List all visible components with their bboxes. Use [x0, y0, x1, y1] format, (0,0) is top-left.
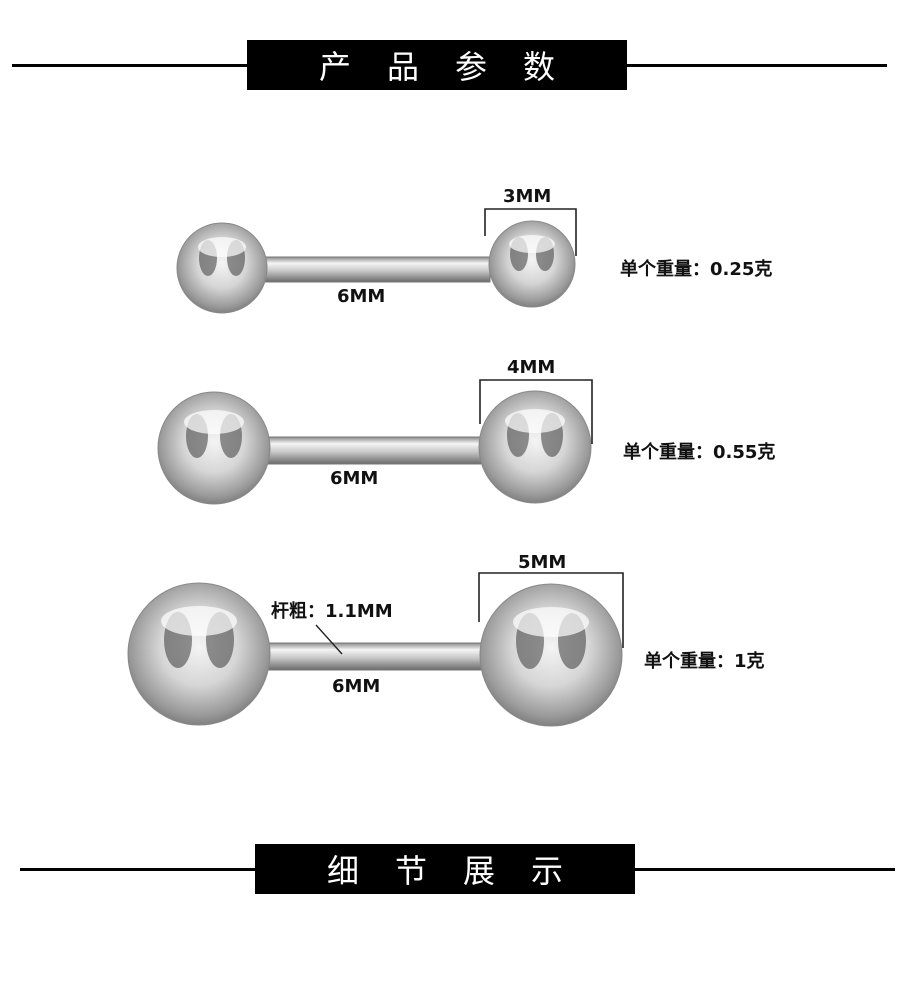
ball-size-bracket — [478, 572, 624, 648]
section-header-params: 产品参数 — [0, 40, 920, 90]
weight-label: 单个重量：0.25克 — [620, 259, 773, 280]
weight-label: 单个重量：1克 — [644, 651, 765, 672]
barbell-bar — [261, 256, 491, 283]
barbell-5mm — [127, 572, 624, 727]
header-rule-left — [20, 868, 256, 871]
header-rule-left — [12, 64, 248, 67]
barbell-ball-left — [176, 222, 268, 314]
ball-size-bracket — [479, 379, 593, 444]
barbell-ball-left — [127, 582, 271, 726]
ball-size-label: 4MM — [507, 357, 556, 378]
bar-length-label: 6MM — [330, 468, 379, 489]
barbell-ball-left — [157, 391, 271, 505]
params-title: 产品参数 — [247, 40, 627, 90]
ball-size-label: 3MM — [503, 186, 552, 207]
barbell-3mm — [176, 208, 577, 314]
weight-label: 单个重量：0.55克 — [623, 442, 776, 463]
thickness-leader-line — [315, 624, 343, 655]
header-rule-right — [635, 868, 895, 871]
bar-thickness-label: 杆粗：1.1MM — [271, 601, 393, 622]
bar-length-label: 6MM — [337, 286, 386, 307]
details-title: 细节展示 — [255, 844, 635, 894]
ball-size-bracket — [484, 208, 577, 256]
barbell-bar — [261, 642, 487, 671]
bar-length-label: 6MM — [332, 676, 381, 697]
barbell-ball-right — [488, 220, 576, 308]
barbell-ball-right — [478, 390, 592, 504]
section-header-details: 细节展示 — [0, 844, 920, 894]
barbell-bar — [265, 436, 489, 465]
barbell-ball-right — [479, 583, 623, 727]
barbell-4mm — [157, 379, 593, 505]
header-rule-right — [627, 64, 887, 67]
ball-size-label: 5MM — [518, 552, 567, 573]
